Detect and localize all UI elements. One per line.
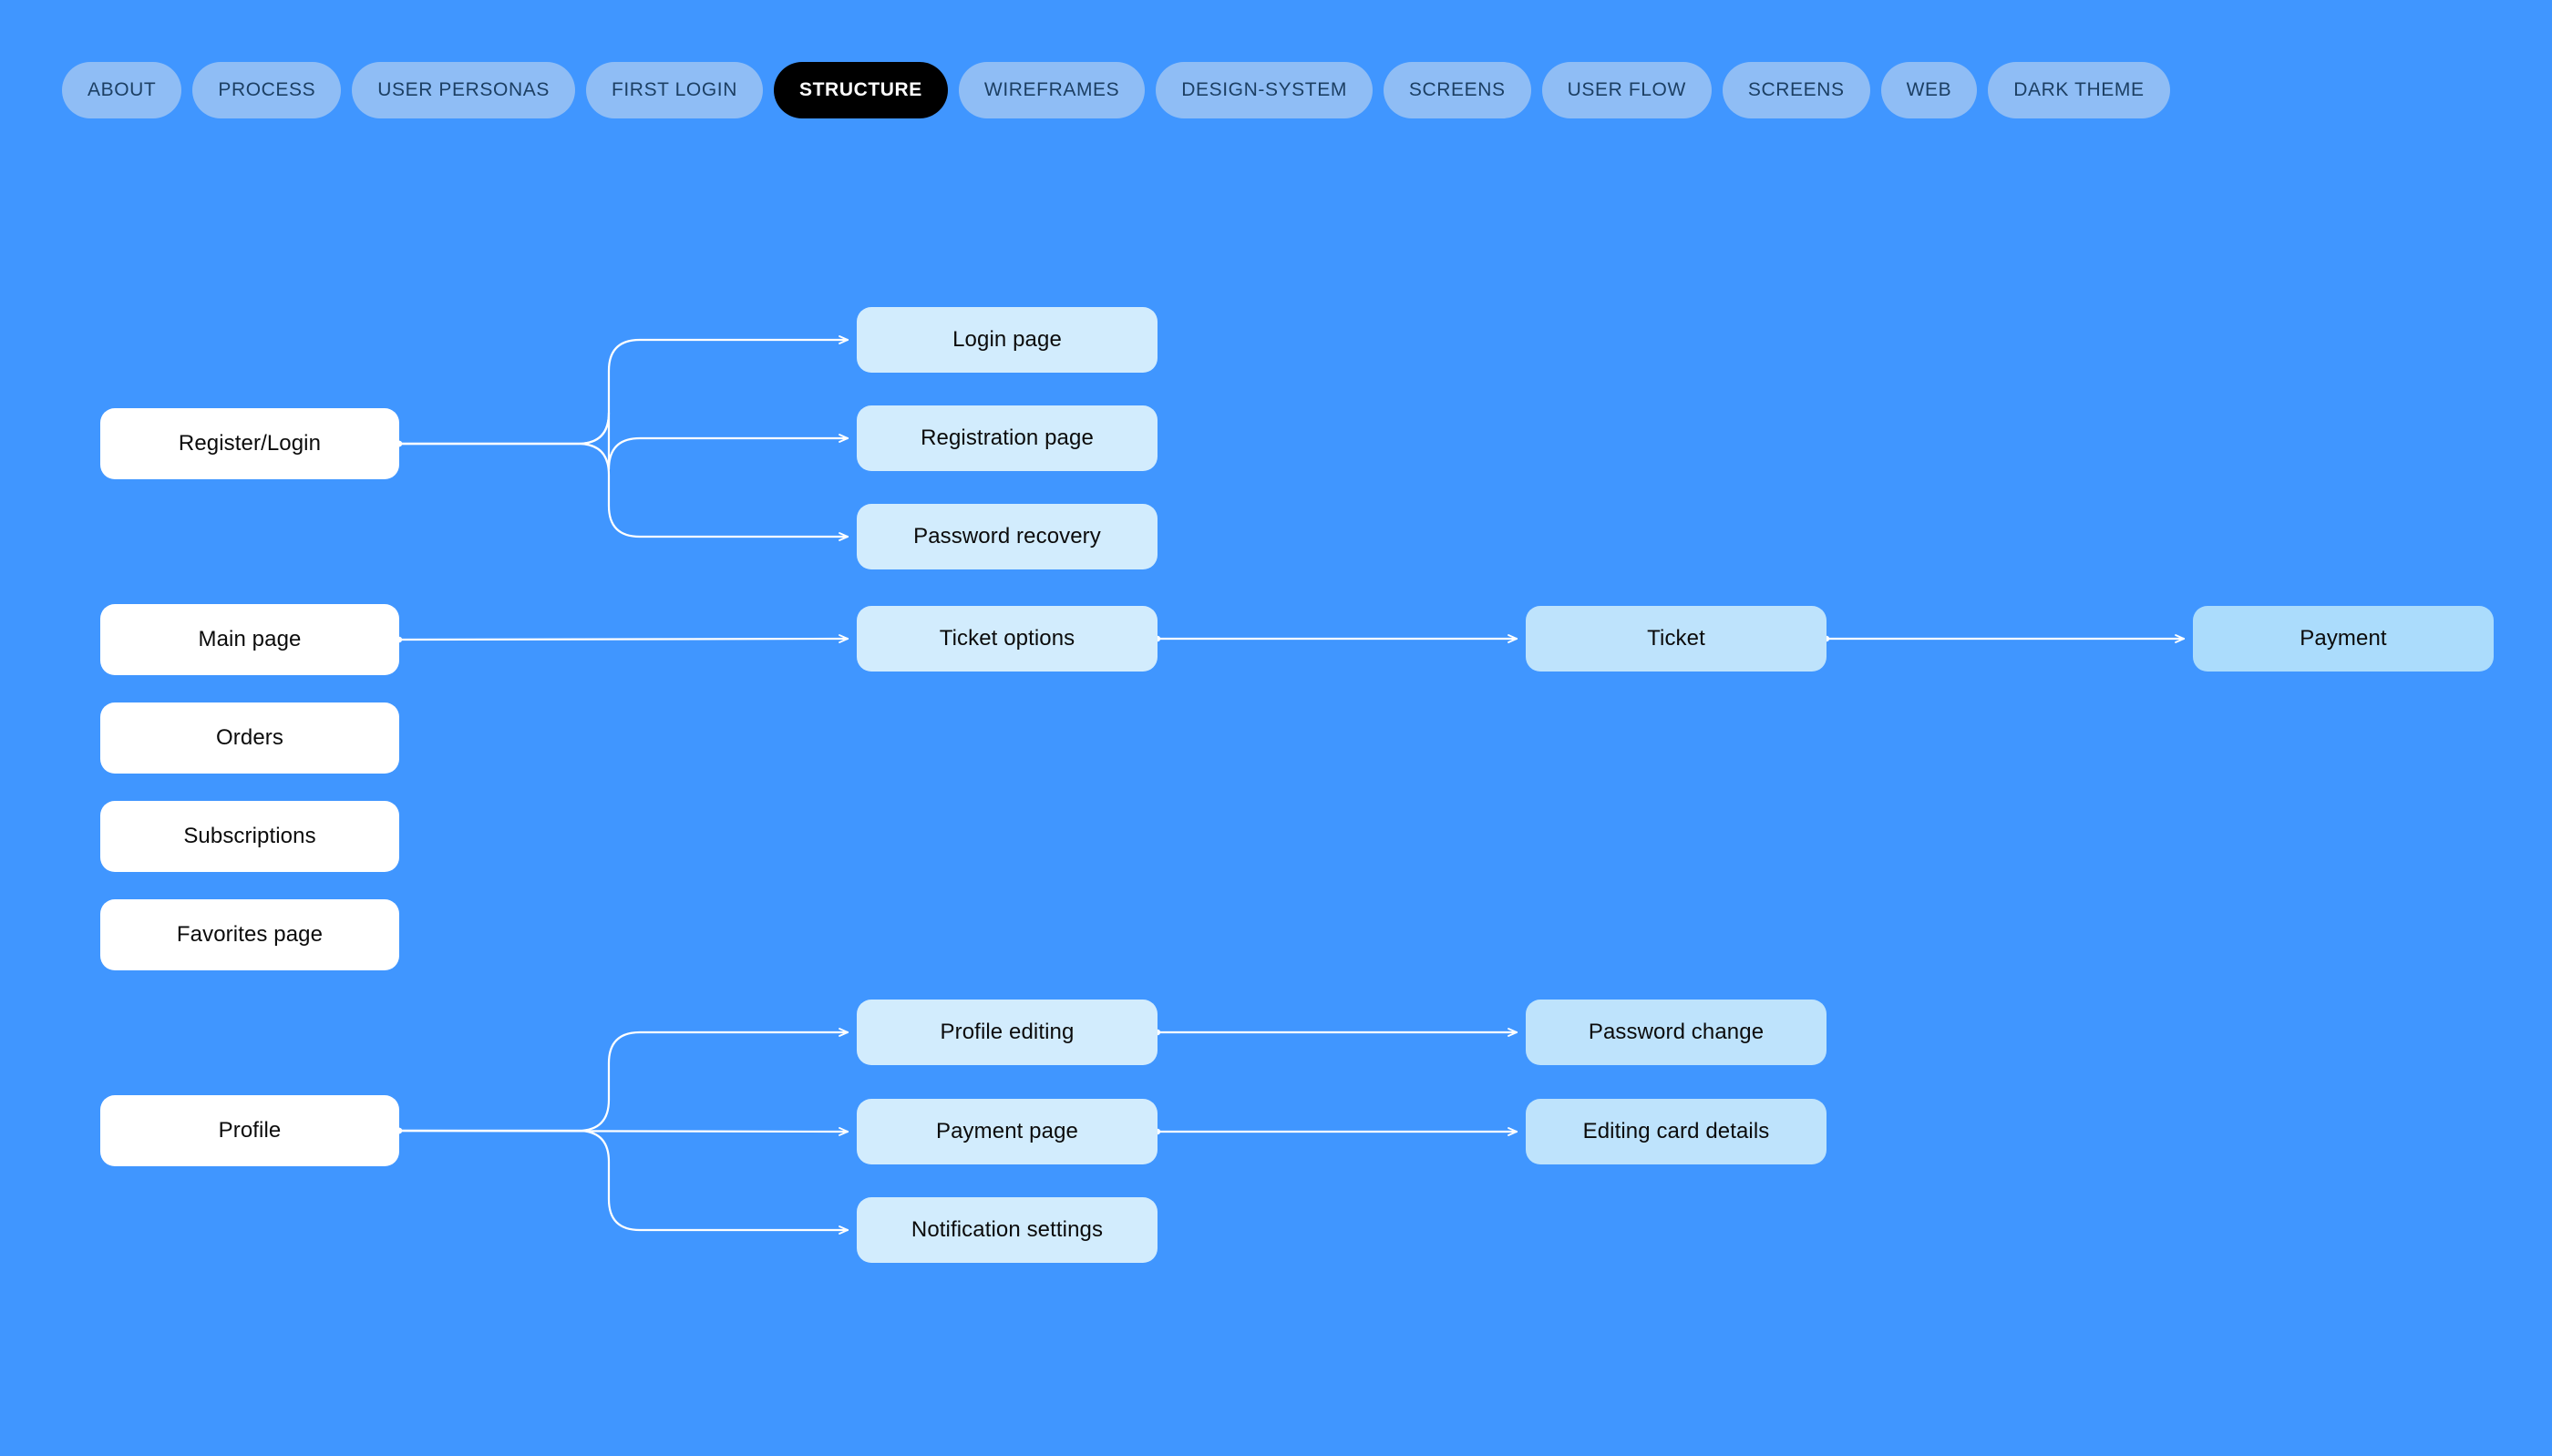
node-profile[interactable]: Profile	[100, 1095, 399, 1166]
nav-tab-screens[interactable]: SCREENS	[1722, 62, 1870, 118]
edge-register-login-to-password-recovery	[397, 442, 849, 541]
node-login-page[interactable]: Login page	[857, 307, 1158, 373]
node-payment[interactable]: Payment	[2193, 606, 2494, 672]
node-subscriptions[interactable]: Subscriptions	[100, 801, 399, 872]
nav-tab-process[interactable]: PROCESS	[192, 62, 342, 118]
edge-register-login-to-registration-page	[397, 411, 849, 471]
nav-tab-dark-theme[interactable]: DARK THEME	[1988, 62, 2170, 118]
node-registration-page[interactable]: Registration page	[857, 405, 1158, 471]
nav-tab-design-system[interactable]: DESIGN-SYSTEM	[1156, 62, 1373, 118]
node-ticket[interactable]: Ticket	[1526, 606, 1827, 672]
node-register-login[interactable]: Register/Login	[100, 408, 399, 479]
nav-tab-screens[interactable]: SCREENS	[1383, 62, 1531, 118]
node-favorites-page[interactable]: Favorites page	[100, 899, 399, 970]
node-password-change[interactable]: Password change	[1526, 1000, 1827, 1065]
edge-paths	[396, 335, 2186, 1235]
nav-tab-web[interactable]: WEB	[1880, 62, 1978, 118]
edge-profile-to-profile-editing	[397, 1028, 849, 1133]
node-profile-editing[interactable]: Profile editing	[857, 1000, 1158, 1065]
edge-profile-to-payment-page	[397, 1127, 849, 1136]
node-payment-page[interactable]: Payment page	[857, 1099, 1158, 1164]
edge-main-page-to-ticket-options	[397, 634, 849, 643]
node-orders[interactable]: Orders	[100, 702, 399, 774]
node-ticket-options[interactable]: Ticket options	[857, 606, 1158, 672]
node-password-recovery[interactable]: Password recovery	[857, 504, 1158, 569]
nav-tab-user-personas[interactable]: USER PERSONAS	[352, 62, 575, 118]
nav-tab-first-login[interactable]: FIRST LOGIN	[585, 62, 764, 118]
edge-profile-to-notification-settings	[397, 1129, 849, 1235]
node-editing-card-details[interactable]: Editing card details	[1526, 1099, 1827, 1164]
nav-tab-structure[interactable]: STRUCTURE	[774, 62, 948, 118]
nav-tab-wireframes[interactable]: WIREFRAMES	[958, 62, 1146, 118]
nav-tab-about[interactable]: ABOUT	[62, 62, 182, 118]
node-main-page[interactable]: Main page	[100, 604, 399, 675]
edge-register-login-to-login-page	[397, 335, 849, 446]
node-notification-settings[interactable]: Notification settings	[857, 1197, 1158, 1263]
nav-tab-user-flow[interactable]: USER FLOW	[1541, 62, 1712, 118]
